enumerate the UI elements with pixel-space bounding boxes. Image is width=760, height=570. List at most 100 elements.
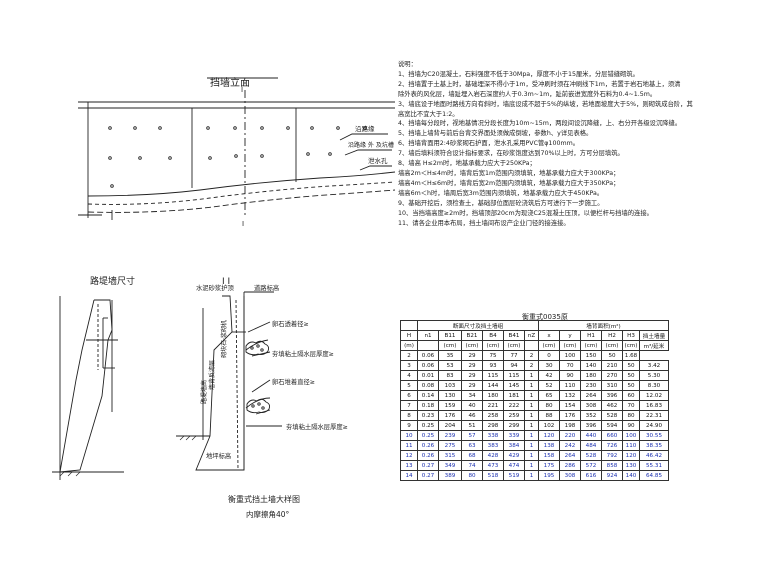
table-unit-cell: (m) bbox=[400, 340, 418, 351]
table-cell: 258 bbox=[482, 410, 504, 421]
table-cell: 30.55 bbox=[639, 430, 669, 441]
gravel-fill bbox=[245, 340, 271, 414]
table-cell: 7 bbox=[400, 400, 418, 411]
table-unit-cell bbox=[524, 340, 539, 351]
table-cell: 198 bbox=[559, 420, 581, 431]
table-unit-cell: (cm) bbox=[559, 340, 581, 351]
table-cell: 80 bbox=[538, 400, 560, 411]
label-mortar-cap: 水泥砂浆护顶 bbox=[196, 283, 234, 292]
table-cell: 339 bbox=[503, 430, 525, 441]
note-line: 9、基础开挖后，须检查土，基础部位面层砼浇筑后方可进行下一步施工。 bbox=[398, 199, 604, 207]
table-cell: 1 bbox=[524, 430, 539, 441]
table-cell: 858 bbox=[601, 460, 623, 471]
table-header-cell: B41 bbox=[503, 330, 525, 341]
table-cell: 518 bbox=[482, 470, 504, 481]
table-cell: 42 bbox=[538, 370, 560, 381]
table-cell: 428 bbox=[482, 450, 504, 461]
table-cell: 52 bbox=[538, 380, 560, 391]
table-cell: 103 bbox=[438, 380, 462, 391]
table-cell: 83 bbox=[438, 370, 462, 381]
table-cell: 22.31 bbox=[639, 410, 669, 421]
table-cell: 1 bbox=[524, 470, 539, 481]
table-cell: 94 bbox=[503, 360, 525, 371]
section-caption-angle: 内摩擦角40° bbox=[246, 510, 290, 519]
table-cell: 572 bbox=[580, 460, 602, 471]
table-cell: 259 bbox=[503, 410, 525, 421]
table-cell: 150 bbox=[580, 350, 602, 361]
table-cell: 8 bbox=[400, 410, 418, 421]
table-header-cell: B11 bbox=[438, 330, 462, 341]
table-header-cell: H1 bbox=[580, 330, 602, 341]
table-cell: 519 bbox=[503, 470, 525, 481]
table-cell: 63 bbox=[461, 440, 483, 451]
note-line: 11、请各企业用本布局，挡土墙间布设产企业门径的接连接。 bbox=[398, 219, 570, 227]
note-line: 2、挡墙置于土基上时，基础埋深不得小于1m，受冲刷时须在冲刷线下1m，若置于岩石… bbox=[398, 80, 681, 88]
table-cell: 286 bbox=[559, 460, 581, 471]
table-cell: 65 bbox=[538, 390, 560, 401]
note-line: 1、挡墙为C20混凝土，石料强度不低于30Mpa，厚度不小于15厘米，分层错缝砌… bbox=[398, 70, 639, 78]
table-cell: 110 bbox=[559, 380, 581, 391]
table-cell: 5 bbox=[400, 380, 418, 391]
table-cell: 50 bbox=[622, 360, 640, 371]
table-cell: 13 bbox=[400, 460, 418, 471]
table-cell: 6 bbox=[400, 390, 418, 401]
table-header-cell: nZ bbox=[524, 330, 539, 341]
table-cell: 30 bbox=[538, 360, 560, 371]
table-cell: 50 bbox=[601, 350, 623, 361]
elevation-mark-left: I bbox=[241, 86, 243, 94]
table-cell: 3.42 bbox=[639, 360, 669, 371]
label-ground-level: 地坪标高 bbox=[206, 451, 231, 460]
table-cell: 1 bbox=[524, 400, 539, 411]
table-cell: 0.01 bbox=[417, 370, 439, 381]
elevation-mark-right: I bbox=[242, 220, 244, 228]
table-cell: 239 bbox=[438, 430, 462, 441]
elevation-road-edge-label: 沿路缘 bbox=[355, 124, 375, 133]
table-cell: 130 bbox=[622, 460, 640, 471]
table-header-cell: H3 bbox=[622, 330, 640, 341]
table-cell: 2 bbox=[524, 360, 539, 371]
table-cell: 102 bbox=[538, 420, 560, 431]
table-cell: 3 bbox=[400, 360, 418, 371]
table-cell: 24.90 bbox=[639, 420, 669, 431]
label-vertical-3: 路堤墙高 bbox=[200, 380, 208, 404]
table-cell: 389 bbox=[438, 470, 462, 481]
table-cell: 68 bbox=[461, 450, 483, 461]
section-title: 路堤墙尺寸 bbox=[90, 275, 135, 287]
table-cell: 726 bbox=[601, 440, 623, 451]
table-cell: 210 bbox=[601, 360, 623, 371]
table-cell: 230 bbox=[580, 380, 602, 391]
table-cell: 1 bbox=[524, 410, 539, 421]
table-cell: 352 bbox=[580, 410, 602, 421]
table-cell: 1.68 bbox=[622, 350, 640, 361]
table-cell: 221 bbox=[482, 400, 504, 411]
label-vertical-1: 砌块石·浆砌机 bbox=[220, 320, 228, 358]
table-cell: 181 bbox=[503, 390, 525, 401]
table-cell: 1 bbox=[524, 370, 539, 381]
table-cell: 60 bbox=[622, 390, 640, 401]
section-mark: I I bbox=[222, 277, 230, 287]
table-unit-cell: (cm) bbox=[538, 340, 560, 351]
table-cell: 55.31 bbox=[639, 460, 669, 471]
table-cell: 308 bbox=[580, 400, 602, 411]
note-line: 4、挡墙每分段时，视地基情况分段长度为10m~15m，两段间设沉降缝，上、右分开… bbox=[398, 120, 682, 128]
table-cell: 74 bbox=[461, 460, 483, 471]
elevation-drain-label: 泄水孔 bbox=[368, 156, 388, 165]
table-cell: 792 bbox=[601, 450, 623, 461]
table-header-cell: H2 bbox=[601, 330, 623, 341]
table-cell: 0.27 bbox=[417, 460, 439, 471]
table-cell: 75 bbox=[482, 350, 504, 361]
table-cell: 40 bbox=[461, 400, 483, 411]
note-line: 3、墙底设于地面时路线方向有斜时，墙底设成不超于5%的纵坡，若地面坡度大于5%，… bbox=[398, 100, 693, 108]
table-cell: 130 bbox=[438, 390, 462, 401]
table-cell: 299 bbox=[503, 420, 525, 431]
table-cell: 77 bbox=[503, 350, 525, 361]
table-cell: 140 bbox=[622, 470, 640, 481]
table-cell: 528 bbox=[580, 450, 602, 461]
table-header-cell: B21 bbox=[461, 330, 483, 341]
